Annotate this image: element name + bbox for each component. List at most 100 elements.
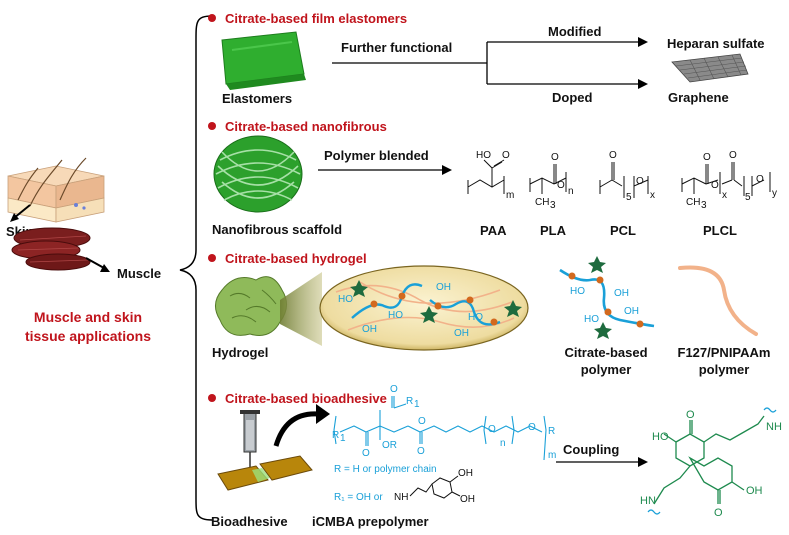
- section-bioadhesive-title: Citrate-based bioadhesive: [225, 391, 387, 406]
- zoom-beam: [280, 272, 322, 346]
- hydrogel-image: [215, 276, 287, 336]
- r-definition: R = H or polymer chain: [334, 464, 437, 475]
- dopamine-substituent: [409, 475, 461, 499]
- plcl-o3: O: [729, 150, 737, 161]
- plcl-5-text: 5: [745, 192, 751, 203]
- muscle-pointer-arrow: [85, 257, 105, 269]
- paa-structure: [467, 159, 505, 194]
- oval-oh-1: OH: [362, 324, 377, 335]
- pla-ch3-sub: 3: [550, 200, 556, 211]
- dopamine-oh2: OH: [460, 494, 475, 505]
- paa-m-text: m: [506, 190, 514, 201]
- elastomer-film-image: [221, 31, 306, 90]
- elastomers-label: Elastomers: [222, 91, 292, 106]
- f127-label: F127/PNIPAAm: [678, 345, 771, 360]
- paa-ho-text: HO: [476, 150, 491, 161]
- nanofibrous-scaffold-label: Nanofibrous scaffold: [212, 222, 342, 237]
- icmba-o5: O: [488, 424, 496, 435]
- icmba-r1-top-sub: 1: [414, 399, 420, 410]
- muscle-label: Muscle: [117, 266, 161, 281]
- left-title-line2: tissue applications: [25, 328, 151, 344]
- pcl-o-top: O: [609, 150, 617, 161]
- oval-ho-1: HO: [338, 294, 353, 305]
- wavy-bond-1: [763, 407, 777, 413]
- coupled-o2: O: [714, 507, 723, 519]
- plcl-o1: O: [703, 152, 711, 163]
- curved-pointer-arrowhead: [316, 404, 330, 424]
- section-fiber-bullet: [208, 122, 216, 130]
- icmba-o1: O: [362, 448, 370, 459]
- grouping-bracket: [179, 15, 213, 521]
- coupled-nh1: NH: [766, 421, 782, 433]
- section-hydrogel-bullet: [208, 254, 216, 262]
- coupled-o1: O: [686, 409, 695, 421]
- f127-label-line2: polymer: [699, 362, 750, 377]
- plcl-o2: O: [711, 180, 719, 191]
- dopamine-nh: NH: [394, 492, 408, 503]
- doped-label: Doped: [552, 90, 593, 105]
- poly-ho-1: HO: [570, 286, 585, 297]
- citrate-polymer-label-line2: polymer: [581, 362, 632, 377]
- muscle-pointer-arrowhead: [100, 264, 110, 272]
- paa-o-text: O: [502, 150, 510, 161]
- oval-oh-2: OH: [436, 282, 451, 293]
- plcl-structure: [681, 162, 771, 196]
- pcl-5-text: 5: [626, 192, 632, 203]
- poly-oh-1: OH: [614, 288, 629, 299]
- skin-pointer-arrowhead: [10, 213, 19, 222]
- coupled-catechol-structure: [653, 415, 765, 505]
- oval-oh-3: OH: [454, 328, 469, 339]
- polymer-blended-arrowhead: [442, 165, 452, 175]
- icmba-n: n: [500, 438, 506, 449]
- icmba-o3: O: [417, 446, 425, 457]
- section-bioadhesive-bullet: [208, 394, 216, 402]
- plcl-o4: O: [756, 174, 764, 185]
- branch-top-arrowhead: [638, 37, 648, 47]
- dopamine-oh1: OH: [458, 468, 473, 479]
- section-film-bullet: [208, 14, 216, 22]
- graphene-label: Graphene: [668, 90, 729, 105]
- section-fiber-title: Citrate-based nanofibrous: [225, 119, 387, 134]
- icmba-r1-top: R: [406, 396, 413, 407]
- pcl-structure: [599, 162, 649, 198]
- polymer-name-paa: PAA: [480, 223, 507, 238]
- pcl-o-mid: O: [636, 176, 644, 187]
- coupled-oh: OH: [746, 485, 763, 497]
- poly-oh-2: OH: [624, 306, 639, 317]
- polymer-name-pla: PLA: [540, 223, 567, 238]
- pla-o-mid: O: [557, 180, 565, 191]
- icmba-prepolymer-label: iCMBA prepolymer: [312, 514, 429, 529]
- graphene-sheet-image: [671, 53, 749, 83]
- polymer-blended-label: Polymer blended: [324, 148, 429, 163]
- icmba-r1-left: R: [332, 430, 339, 441]
- coupled-hn: HN: [640, 495, 656, 507]
- polymer-name-pcl: PCL: [610, 223, 636, 238]
- section-film-title: Citrate-based film elastomers: [225, 11, 407, 26]
- plcl-ch3-sub: 3: [701, 200, 707, 211]
- bioadhesive-label: Bioadhesive: [211, 514, 288, 529]
- muscle-illustration: [11, 227, 91, 271]
- icmba-m: m: [548, 450, 556, 461]
- coupling-label: Coupling: [563, 442, 619, 457]
- oval-ho-2: HO: [388, 310, 403, 321]
- modified-label: Modified: [548, 24, 601, 39]
- citrate-polymer-label: Citrate-based: [564, 345, 647, 360]
- skin-illustration: [7, 157, 105, 223]
- citrate-polymer-diagram: HO OH HO OH: [559, 256, 655, 339]
- branch-bottom-arrowhead: [638, 79, 648, 89]
- icmba-o2: O: [390, 384, 398, 395]
- icmba-or: OR: [382, 440, 397, 451]
- pcl-x-text: x: [650, 190, 655, 201]
- r1-definition: R₁ = OH or: [334, 492, 383, 503]
- left-title: Muscle and skin: [34, 309, 142, 325]
- icmba-o6: O: [528, 422, 536, 433]
- coupling-arrowhead: [638, 457, 648, 467]
- polymer-name-plcl: PLCL: [703, 223, 737, 238]
- pla-ch3-text: CH: [535, 197, 549, 208]
- heparan-sulfate-label: Heparan sulfate: [667, 36, 765, 51]
- plcl-x-text: x: [722, 190, 727, 201]
- further-functional-label: Further functional: [341, 40, 452, 55]
- icmba-r: R: [548, 426, 555, 437]
- poly-ho-2: HO: [584, 314, 599, 325]
